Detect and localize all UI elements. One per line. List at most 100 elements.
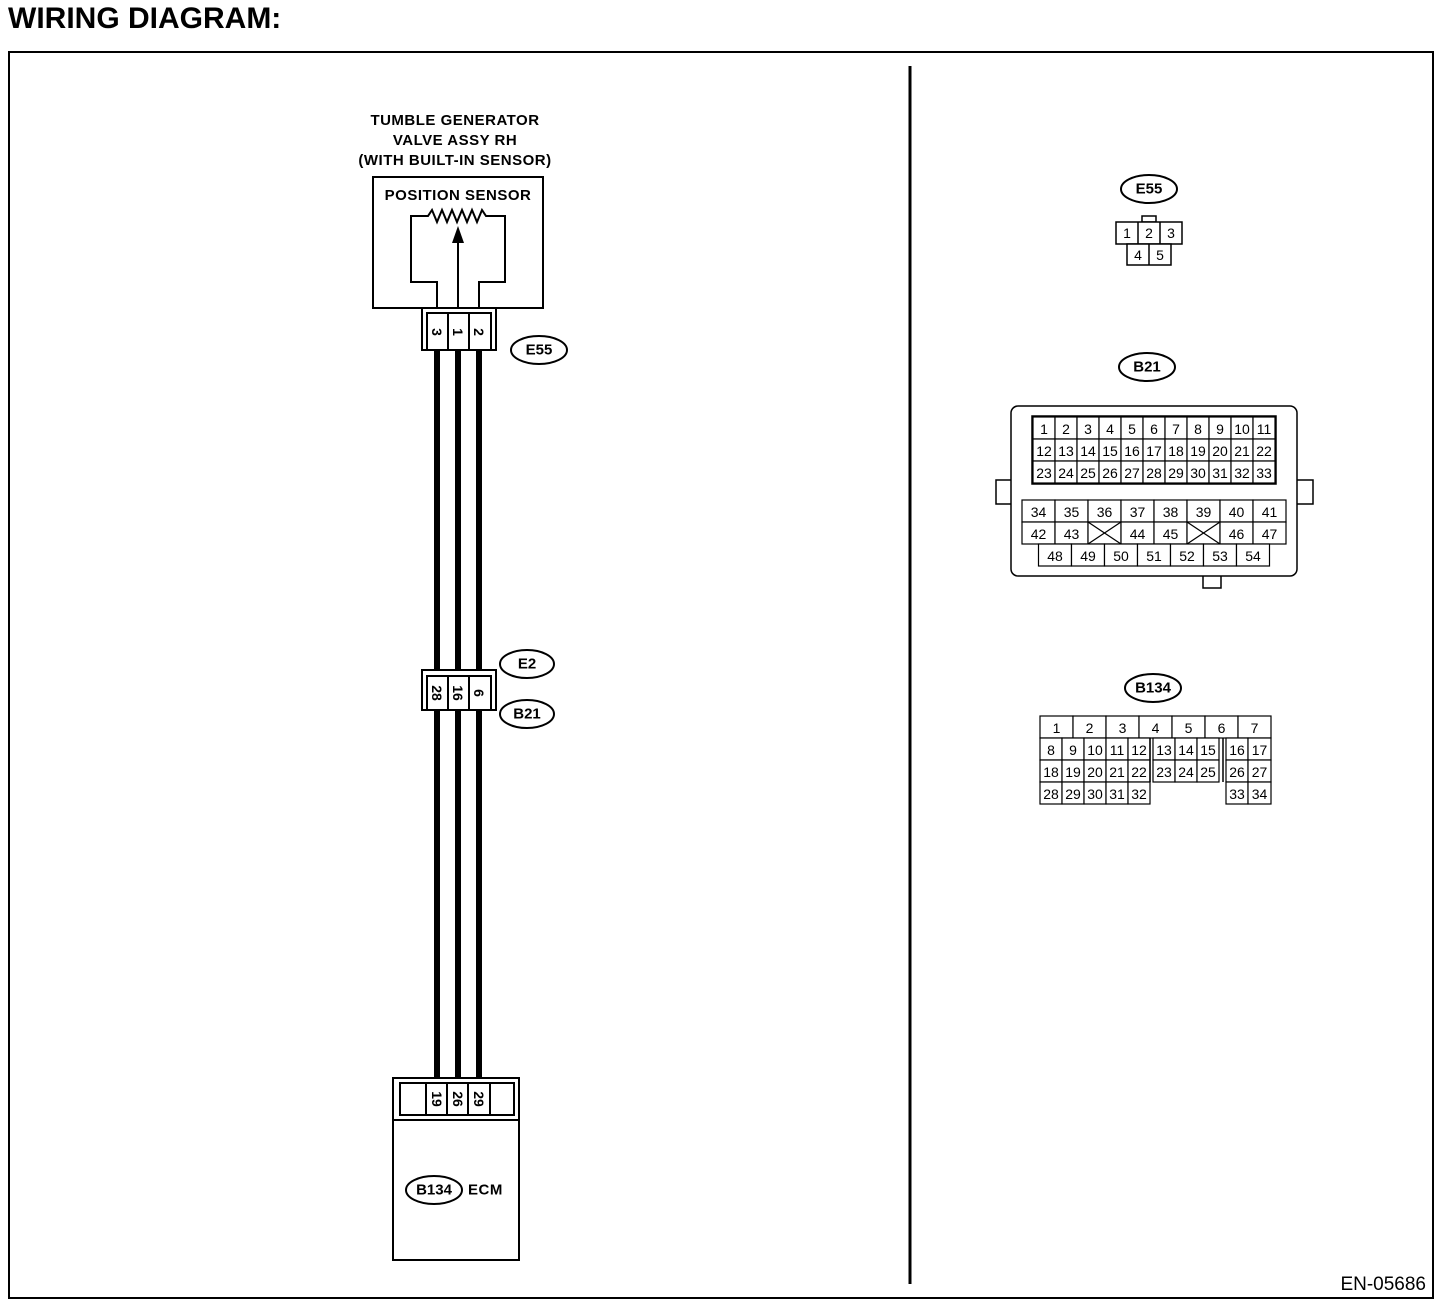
tag-b134-left — [405, 1175, 463, 1205]
b21-pin: 5 — [1128, 421, 1136, 437]
b21-pin: 27 — [1124, 465, 1140, 481]
joint-pin-label-3: 6 — [471, 689, 487, 697]
b134-pin: 22 — [1131, 764, 1147, 780]
b21-pin: 10 — [1234, 421, 1250, 437]
b21-pin: 31 — [1212, 465, 1228, 481]
b134-pin: 33 — [1229, 786, 1245, 802]
joint-pin-label-1: 28 — [429, 685, 445, 701]
tag-b134-right-label: B134 — [1135, 680, 1172, 697]
b21-pin: 33 — [1256, 465, 1272, 481]
b134-pin: 10 — [1087, 742, 1103, 758]
wire-harness — [434, 350, 482, 1078]
e55-view-pin-5: 5 — [1156, 247, 1164, 263]
b21-pin: 39 — [1196, 504, 1212, 520]
b21-pin: 40 — [1229, 504, 1245, 520]
e55-view-pin-1: 1 — [1123, 225, 1131, 241]
b134-pin: 20 — [1087, 764, 1103, 780]
b134-pin: 16 — [1229, 742, 1245, 758]
b134-pin-cell — [1127, 781, 1151, 805]
b21-pin: 47 — [1262, 526, 1278, 542]
tag-b21-right-label: B21 — [1133, 359, 1161, 376]
b134-pin: 27 — [1252, 764, 1268, 780]
e55-pin-label-3: 2 — [471, 328, 487, 336]
b134-pin: 13 — [1156, 742, 1172, 758]
b21-pin: 41 — [1262, 504, 1278, 520]
component-title-line-3: (WITH BUILT-IN SENSOR) — [358, 152, 551, 169]
b134-pin: 21 — [1109, 764, 1125, 780]
tag-e55-left: E55 — [510, 335, 568, 365]
b21-pin: 49 — [1080, 548, 1096, 564]
e55-view-pin-3: 3 — [1167, 225, 1175, 241]
b21-pin: 13 — [1058, 443, 1074, 459]
b134-pin: 19 — [1065, 764, 1081, 780]
b21-pin: 46 — [1229, 526, 1245, 542]
b21-pin: 38 — [1163, 504, 1179, 520]
b21-pin: 3 — [1084, 421, 1092, 437]
b21-pin: 52 — [1179, 548, 1195, 564]
b21-pin-cell — [1252, 460, 1276, 484]
b134-pin: 18 — [1043, 764, 1059, 780]
b134-pin: 28 — [1043, 786, 1059, 802]
b21-right-latch — [1297, 479, 1314, 505]
component-title-line-2: VALVE ASSY RH — [393, 132, 517, 149]
b134-pin: 25 — [1200, 764, 1216, 780]
tag-e2: E2 — [499, 649, 555, 679]
wiper-arrow — [452, 226, 464, 243]
b134-pin: 2 — [1086, 720, 1094, 736]
b21-pin-cell — [1235, 543, 1271, 567]
b21-pin: 16 — [1124, 443, 1140, 459]
connector-view-e55: E55 1 2 3 4 5 — [1115, 174, 1183, 266]
b21-pin: 19 — [1190, 443, 1206, 459]
b21-pin: 24 — [1058, 465, 1074, 481]
b134-pin: 15 — [1200, 742, 1216, 758]
b21-pin: 1 — [1040, 421, 1048, 437]
e55-pin-label-2: 1 — [450, 328, 466, 336]
b21-pin: 4 — [1106, 421, 1114, 437]
b134-pin: 6 — [1218, 720, 1226, 736]
connector-e2-b21: 28 16 6 — [421, 669, 497, 711]
figure-code: EN-05686 — [1340, 1274, 1426, 1295]
b21-pin: 6 — [1150, 421, 1158, 437]
b21-pin: 30 — [1190, 465, 1206, 481]
position-sensor-label: POSITION SENSOR — [385, 187, 532, 204]
b21-pin: 15 — [1102, 443, 1118, 459]
b134-pin: 1 — [1053, 720, 1061, 736]
b134-pin: 14 — [1178, 742, 1194, 758]
b134-pin: 17 — [1252, 742, 1268, 758]
b21-pin: 18 — [1168, 443, 1184, 459]
b21-pin: 11 — [1257, 421, 1272, 437]
tag-b21-left: B21 — [499, 699, 555, 729]
b21-pin: 2 — [1062, 421, 1070, 437]
b21-pin: 21 — [1234, 443, 1250, 459]
tumble-generator-valve-box: POSITION SENSOR — [372, 176, 544, 309]
b134-pin: 34 — [1252, 786, 1268, 802]
potentiometer-symbol — [410, 207, 506, 308]
b21-pin: 54 — [1245, 548, 1261, 564]
b21-pin: 32 — [1234, 465, 1250, 481]
tag-e2-label: E2 — [518, 656, 536, 673]
b134-pin: 31 — [1109, 786, 1125, 802]
b21-pin: 7 — [1172, 421, 1180, 437]
b21-pin-blank-x — [1087, 521, 1122, 545]
b21-pin-blank-x — [1186, 521, 1221, 545]
b134-pin: 11 — [1110, 742, 1125, 758]
b21-pin: 36 — [1097, 504, 1113, 520]
b21-pin: 9 — [1216, 421, 1224, 437]
b21-pin: 12 — [1036, 443, 1052, 459]
b134-pin-cell — [1196, 759, 1220, 783]
b21-pin: 22 — [1256, 443, 1272, 459]
b21-pin: 23 — [1036, 465, 1052, 481]
b134-pin: 29 — [1065, 786, 1081, 802]
e55-view-pin-2: 2 — [1145, 225, 1153, 241]
b134-pin-cell — [1247, 781, 1272, 805]
connector-e55-sensor: 3 1 2 — [421, 307, 497, 351]
b134-pin: 8 — [1047, 742, 1055, 758]
e55-view-pin-4: 4 — [1134, 247, 1142, 263]
b134-pin: 32 — [1131, 786, 1147, 802]
b21-left-latch — [995, 479, 1011, 505]
b21-pin: 17 — [1146, 443, 1162, 459]
